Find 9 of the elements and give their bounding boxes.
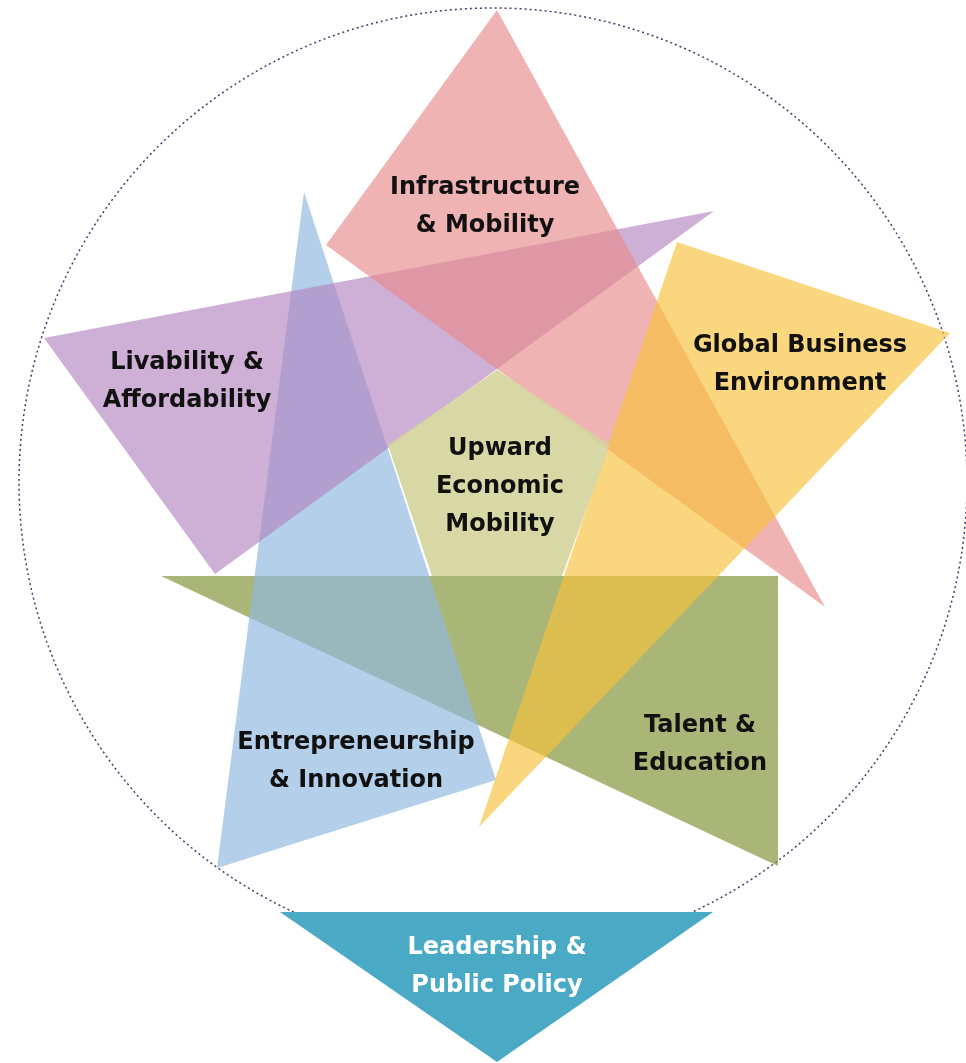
segment-label: Leadership & Public Policy [406,931,588,1000]
segment-label: Talent & Education [631,709,769,778]
segment-label: Global Business Environment [691,329,909,398]
triangle-segment [161,576,778,866]
triangle-segment [280,912,713,1062]
segment-label: Entrepreneurship & Innovation [236,726,476,795]
segment-label: Infrastructure & Mobility [388,171,582,240]
segment-label: Upward Economic Mobility [434,432,566,539]
segment-label: Livability & Affordability [101,346,273,415]
